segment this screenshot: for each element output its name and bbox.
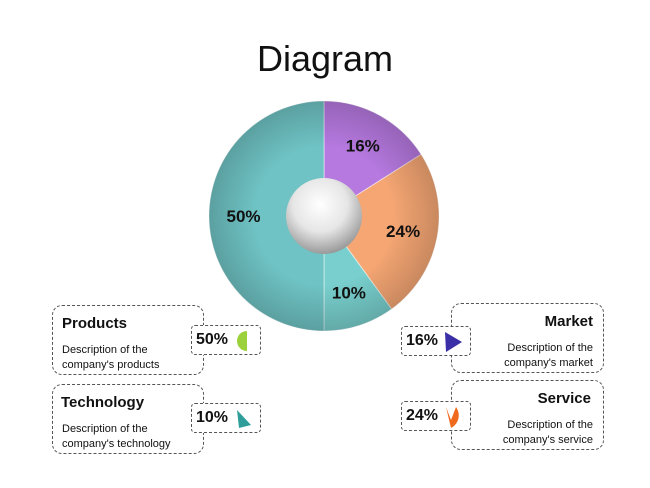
description-line: company's market [504, 357, 593, 369]
pct-badge-service: 24% [401, 401, 471, 431]
slice-label: 50% [226, 207, 260, 226]
legend-card-description: Description of the company's market [504, 341, 593, 371]
legend-card-products: Products Description of the company's pr… [52, 305, 204, 375]
slice-label: 24% [386, 222, 420, 241]
legend-card-title: Products [62, 315, 128, 332]
pct-value: 24% [406, 407, 439, 424]
legend-card-description: Description of the company's service [503, 418, 593, 448]
legend-card-service: Service Description of the company's ser… [451, 380, 604, 450]
slice-label: 16% [346, 136, 380, 155]
legend-card-description: Description of the company's products [62, 343, 159, 373]
description-line: Description of the [507, 342, 593, 354]
page-title: Diagram [256, 38, 394, 79]
donut-hole [286, 178, 362, 254]
pct-value: 50% [196, 331, 229, 348]
description-line: company's service [502, 434, 593, 446]
description-line: company's technology [62, 438, 171, 450]
description-line: Description of the [62, 423, 148, 435]
pct-badge-products: 50% [191, 325, 261, 355]
quarter-pie-icon [446, 407, 459, 428]
pct-badge-market: 16% [401, 326, 471, 356]
description-line: Description of the [507, 419, 593, 431]
legend-card-title: Market [544, 313, 593, 330]
legend-card-title: Service [537, 390, 591, 407]
description-line: company's products [62, 359, 160, 371]
description-line: Description of the [62, 344, 148, 356]
pct-value: 16% [406, 332, 439, 349]
half-pie-icon [237, 331, 247, 351]
legend-card-technology: Technology Description of the company's … [52, 384, 204, 454]
small-wedge-icon [237, 410, 251, 428]
legend-card-description: Description of the company's technology [62, 422, 171, 452]
legend-card-title: Technology [61, 394, 145, 411]
wedge-icon [445, 332, 462, 352]
pct-badge-technology: 10% [191, 403, 261, 433]
slice-label: 10% [332, 284, 366, 303]
pct-value: 10% [196, 409, 229, 426]
legend-card-market: Market Description of the company's mark… [451, 303, 604, 373]
